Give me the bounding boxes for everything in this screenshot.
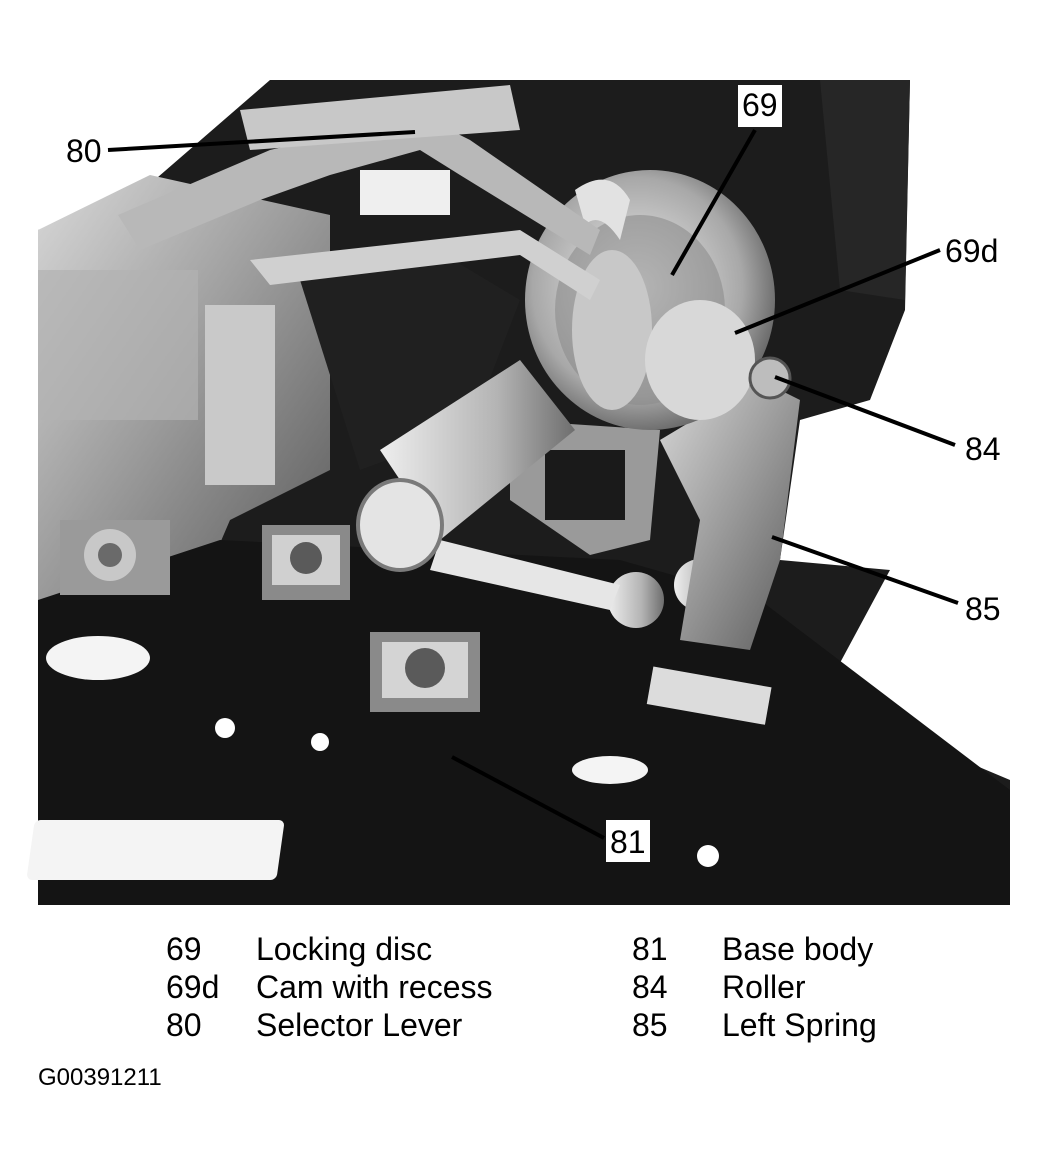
base-slot (27, 820, 284, 880)
legend-number: 69 (166, 931, 202, 967)
callout-80: 80 (66, 133, 102, 169)
legend-number: 81 (632, 931, 668, 967)
legend-row: 84 Roller (632, 968, 877, 1006)
base-slot (646, 666, 772, 725)
mechanism-photo: 80 69 69d 84 85 81 (27, 80, 1010, 905)
legend-text: Roller (722, 969, 806, 1005)
legend-text: Selector Lever (256, 1007, 463, 1043)
spring-bracket (660, 380, 800, 650)
legend-number: 84 (632, 969, 668, 1005)
legend-row: 69d Cam with recess (166, 968, 493, 1006)
base-hole (46, 636, 150, 680)
figure-id: G00391211 (38, 1064, 162, 1091)
legend-row: 81 Base body (632, 930, 877, 968)
callout-69-box (738, 85, 782, 127)
legend-row: 69 Locking disc (166, 930, 493, 968)
legend-number: 85 (632, 1007, 668, 1043)
hex-nut (262, 525, 350, 600)
legend-number: 80 (166, 1007, 202, 1043)
hex-nut (370, 632, 480, 712)
legend-text: Left Spring (722, 1007, 877, 1043)
shaft-end (356, 478, 444, 572)
callout-85: 85 (965, 591, 1001, 627)
callout-81: 81 (610, 824, 646, 860)
callout-84: 84 (965, 431, 1001, 467)
leader-lines (107, 129, 959, 840)
callout-81-box (606, 820, 650, 862)
cam (645, 300, 755, 420)
legend-text: Base body (722, 931, 874, 967)
legend-text: Cam with recess (256, 969, 493, 1005)
callout-69d: 69d (945, 233, 998, 269)
legend-right: 81 Base body 84 Roller 85 Left Spring (632, 930, 877, 1044)
roller (748, 356, 792, 400)
hex-nut (60, 520, 170, 595)
legend-row: 85 Left Spring (632, 1006, 877, 1044)
bolt-head (608, 572, 664, 628)
legend-text: Locking disc (256, 931, 433, 967)
legend-left: 69 Locking disc 69d Cam with recess 80 S… (166, 930, 493, 1044)
base-hole (572, 756, 648, 784)
selector-lever (118, 115, 600, 255)
callout-69: 69 (742, 87, 778, 123)
legend-number: 69d (166, 969, 220, 1005)
base-plate (38, 540, 1010, 905)
legend-row: 80 Selector Lever (166, 1006, 493, 1044)
